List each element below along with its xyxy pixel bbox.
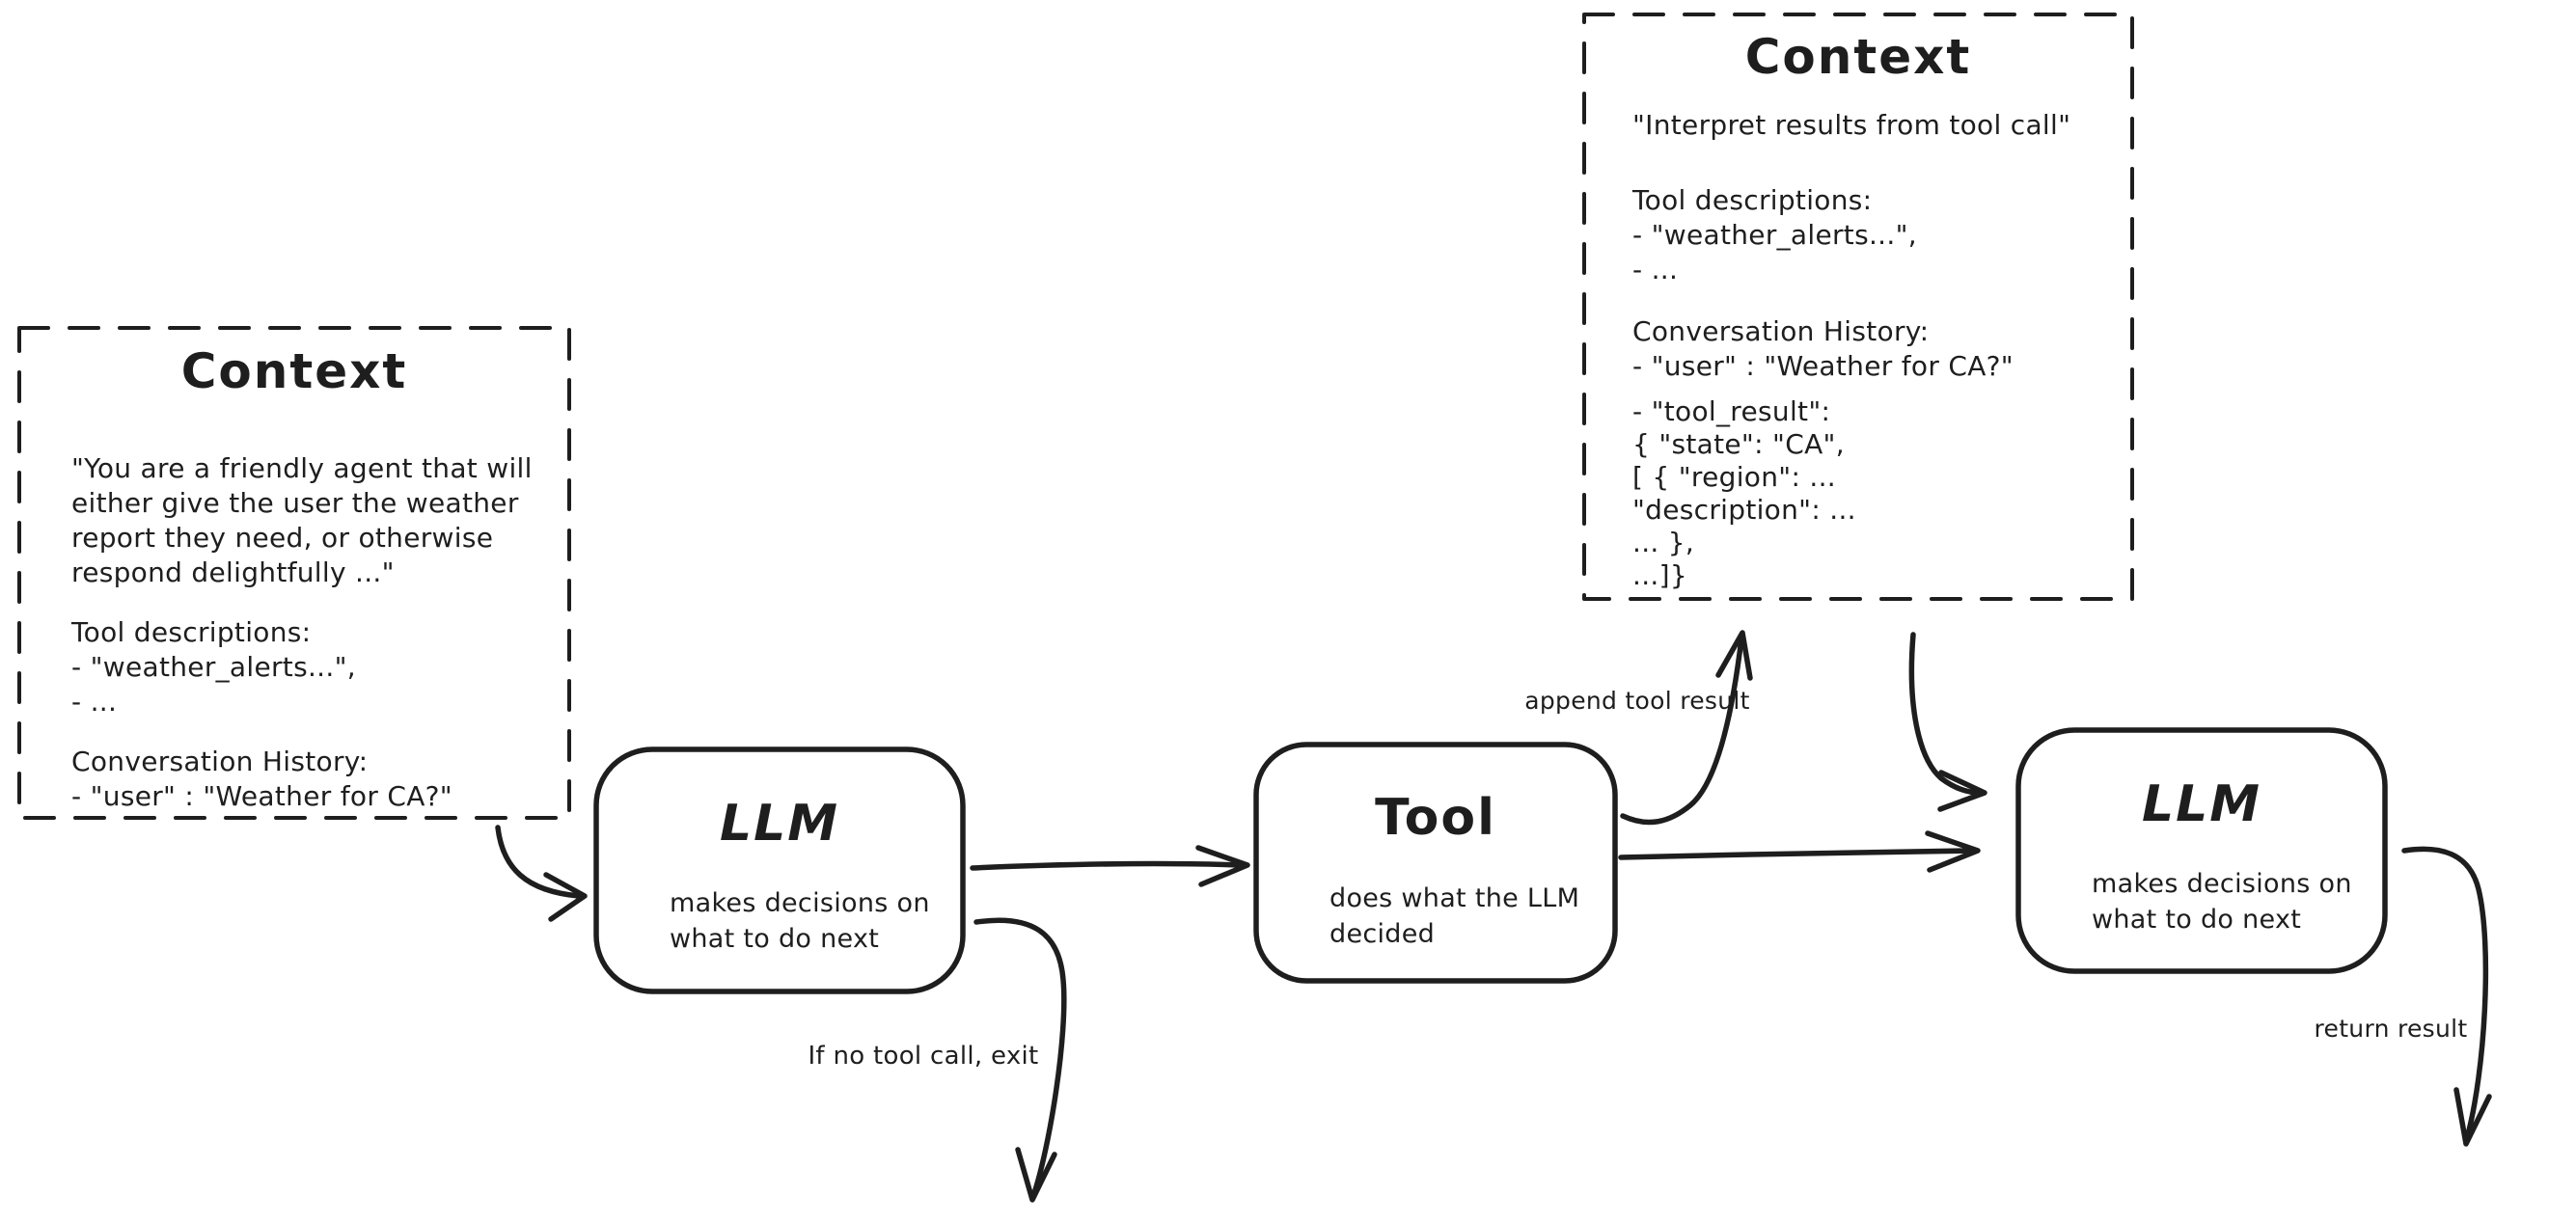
arrow-tool-to-llm2 xyxy=(1618,830,1981,873)
context-top-title: Context xyxy=(1744,29,1972,85)
context-left-title: Context xyxy=(180,343,408,399)
edge-label-if-no-tool-call-exit: If no tool call, exit xyxy=(808,1042,1039,1071)
tool-node-outline xyxy=(1253,742,1618,984)
context-left-conversation-history: Conversation History: - "user" : "Weathe… xyxy=(71,746,452,812)
context-left-tool-descriptions: Tool descriptions: - "weather_alerts..."… xyxy=(71,616,356,718)
arrow-context-to-llm2 xyxy=(1908,632,1987,812)
system-prompt-text: "You are a friendly agent that will eith… xyxy=(71,452,533,588)
llm-node-1-outline xyxy=(593,746,966,994)
tool-node-title: Tool xyxy=(1375,789,1496,847)
llm-node-2-subtitle: makes decisions on what to do next xyxy=(2092,869,2352,935)
arrow-llm1-exit xyxy=(973,917,1067,1203)
arrow-llm1-to-tool xyxy=(970,845,1250,887)
arrow-llm2-return xyxy=(2401,846,2492,1147)
context-top-box-outline xyxy=(1582,13,2134,601)
context-top-conversation-history: Conversation History: - "user" : "Weathe… xyxy=(1632,315,2014,382)
tool-node-subtitle: does what the LLM decided xyxy=(1329,883,1580,949)
edge-label-append-tool-result: append tool result xyxy=(1524,687,1750,715)
arrow-context-to-llm1 xyxy=(495,825,588,922)
context-left-box-outline xyxy=(17,326,571,820)
tool-result-text: - "tool_result": { "state": "CA", [ { "r… xyxy=(1632,395,1856,591)
interpret-instruction-text: "Interpret results from tool call" xyxy=(1632,109,2071,141)
llm-node-2-title: LLM xyxy=(2141,775,2261,833)
context-left-body: "You are a friendly agent that will eith… xyxy=(71,451,559,814)
llm-node-1-title: LLM xyxy=(719,795,839,853)
context-top-tool-descriptions: Tool descriptions: - "weather_alerts..."… xyxy=(1632,184,1917,285)
llm-node-1-subtitle: makes decisions on what to do next xyxy=(670,888,930,954)
llm-node-2-outline xyxy=(2015,727,2388,974)
context-top-body: "Interpret results from tool call" Tool … xyxy=(1632,108,2115,592)
edge-label-return-result: return result xyxy=(2314,1015,2468,1043)
arrow-tool-to-context xyxy=(1620,630,1753,826)
